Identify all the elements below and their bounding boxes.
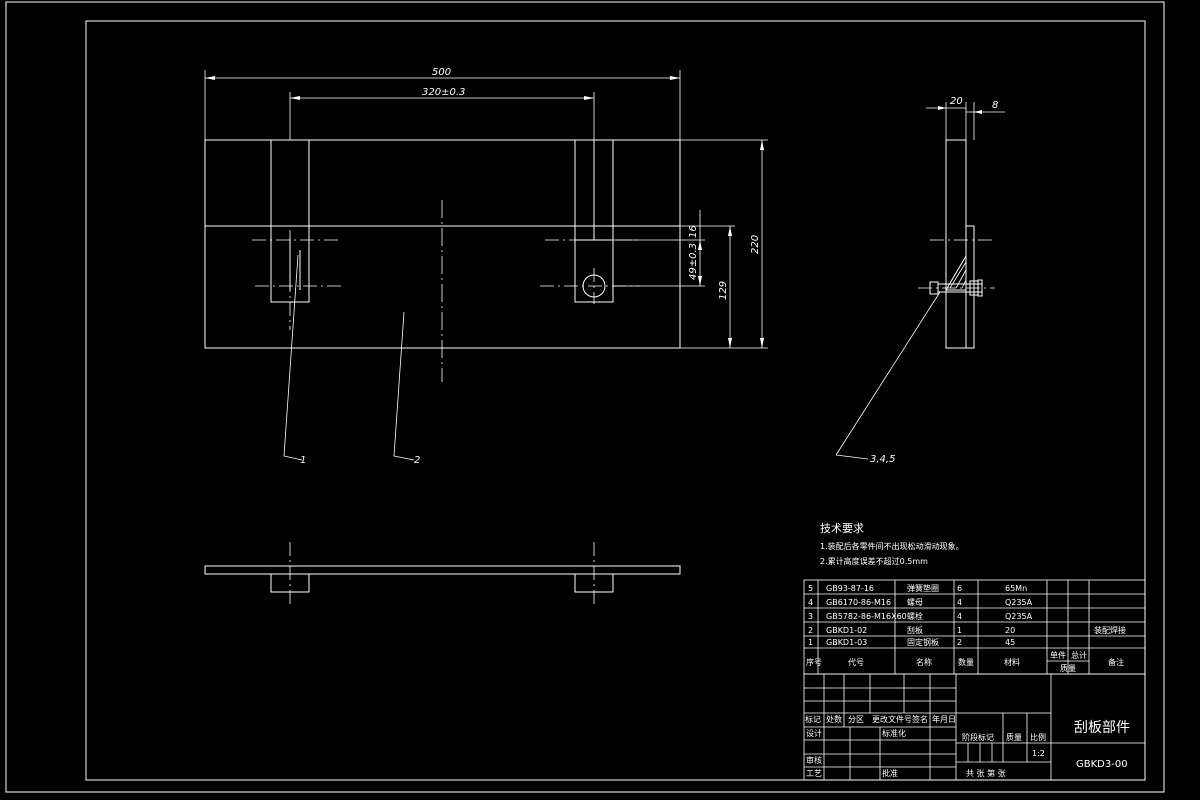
bom-header-total: 总计 — [1071, 650, 1087, 660]
leader-part-2: 2 — [414, 455, 420, 466]
bom-cell-qty: 6 — [957, 584, 962, 593]
bom-cell-material: 45 — [1005, 638, 1015, 647]
plate-outline — [204, 139, 681, 349]
dim-mid-height: 129 — [718, 281, 729, 300]
rev-label-count: 处数 — [826, 714, 842, 724]
bom-cell-no: 5 — [808, 584, 813, 593]
tech-req-item-2: 2.累计高度误差不超过0.5mm — [820, 556, 928, 566]
scale-value: 1:2 — [1032, 749, 1045, 758]
drawing-border — [85, 20, 1146, 781]
label-process: 工艺 — [806, 769, 822, 778]
label-review: 审核 — [806, 755, 822, 765]
bom-header-code: 代号 — [848, 657, 864, 667]
drawing-number: GBKD3-00 — [1076, 759, 1128, 770]
dim-overall-width: 500 — [432, 67, 451, 78]
tech-req-title: 技术要求 — [820, 522, 864, 535]
bom-header-unit: 单件 — [1050, 650, 1066, 660]
label-design: 设计 — [806, 728, 822, 738]
label-scale: 比例 — [1030, 732, 1046, 742]
rev-label-docno: 更改文件号 — [872, 714, 912, 724]
bom-cell-material: Q235A — [1005, 598, 1033, 607]
rev-label-date: 年月日 — [932, 714, 956, 724]
tech-req-item-1: 1.装配后各零件间不出现松动滑动现象。 — [820, 541, 964, 551]
bom-cell-name: 固定钢板 — [907, 637, 939, 647]
bom-cell-no: 1 — [808, 638, 813, 647]
sheet-info: 共 张 第 张 — [966, 768, 1006, 778]
front-view: 500 320±0.3 220 129 49±0.3 16 1 2 — [204, 67, 768, 466]
bom-cell-material: Q235A — [1005, 612, 1033, 621]
dim-hole-offset: 49±0.3 — [688, 243, 699, 280]
label-stage: 阶段标记 — [962, 732, 994, 742]
bom-cell-code: GBKD1-02 — [826, 626, 867, 635]
leader-parts-345: 3,4,5 — [870, 454, 895, 465]
dim-total-height: 220 — [750, 235, 761, 254]
bom-cell-qty: 4 — [957, 598, 962, 607]
bom-cell-code: GB6170-86-M16 — [826, 598, 891, 607]
bom-cell-qty: 1 — [957, 626, 962, 635]
bom-header-remark: 备注 — [1108, 657, 1124, 667]
bom-cell-name: 螺母 — [907, 597, 923, 607]
bom-cell-qty: 2 — [957, 638, 962, 647]
bom-header-name: 名称 — [916, 657, 932, 667]
bom-cell-code: GB5782-86-M16X60 — [826, 612, 907, 621]
bom-cell-no: 4 — [808, 598, 813, 607]
bom-header-weight: 质量 — [1060, 663, 1076, 673]
label-standardize: 标准化 — [882, 728, 906, 738]
label-approve: 批准 — [882, 768, 898, 778]
dim-small-offset: 16 — [688, 225, 699, 238]
bom-cell-material: 20 — [1005, 626, 1015, 635]
bom-cell-code: GBKD1-03 — [826, 638, 867, 647]
tech-requirements: 技术要求 1.装配后各零件间不出现松动滑动现象。 2.累计高度误差不超过0.5m… — [820, 522, 964, 566]
label-weight: 质量 — [1006, 732, 1022, 742]
side-view: 20 8 3,4,5 — [835, 96, 1005, 465]
dim-side-width: 20 — [950, 96, 963, 107]
bom-cell-no: 2 — [808, 626, 813, 635]
rev-label-sign: 签名 — [912, 714, 928, 724]
bom-cell-qty: 4 — [957, 612, 962, 621]
leader-part-1: 1 — [300, 455, 306, 466]
top-view — [204, 542, 681, 604]
bom-header-qty: 数量 — [958, 657, 974, 667]
rev-label-mark: 标记 — [805, 714, 821, 724]
bom-cell-remark: 装配焊接 — [1094, 625, 1126, 635]
bom-cell-no: 3 — [808, 612, 813, 621]
dim-hole-spacing: 320±0.3 — [422, 87, 465, 98]
bom-cell-name: 弹簧垫圈 — [907, 583, 939, 593]
bom-cell-name: 螺栓 — [907, 611, 923, 621]
outer-frame — [5, 1, 1165, 793]
dim-side-thickness: 8 — [992, 100, 998, 111]
bom-header-material: 材料 — [1004, 657, 1020, 667]
part-name: 刮板部件 — [1074, 720, 1130, 736]
bom-cell-code: GB93-87-16 — [826, 584, 874, 593]
bom-cell-name: 刮板 — [907, 625, 923, 635]
rev-label-zone: 分区 — [848, 715, 864, 724]
bom-header-no: 序号 — [806, 657, 822, 667]
bom-cell-material: 65Mn — [1005, 584, 1027, 593]
title-block: 标记 处数 分区 更改文件号 签名 年月日 设计 标准化 审核 工艺 批准 阶段… — [803, 673, 1146, 781]
